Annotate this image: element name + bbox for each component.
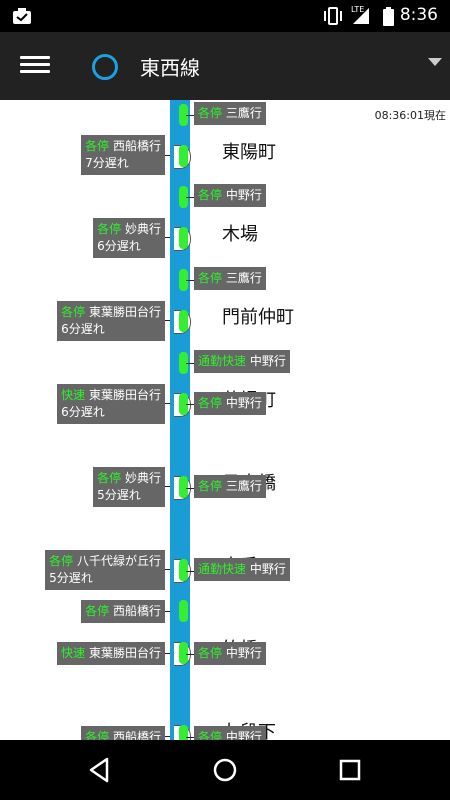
train-connector [165, 403, 170, 404]
train-label[interactable]: 通勤快速 中野行 [194, 558, 290, 581]
system-nav-bar [0, 740, 450, 800]
train-connector [186, 280, 194, 281]
train-marker[interactable] [179, 559, 188, 581]
train-connector [186, 404, 194, 405]
signal-icon [353, 8, 369, 24]
train-connector [165, 320, 170, 321]
train-marker[interactable] [179, 104, 188, 126]
train-label[interactable]: 各停 中野行 [194, 726, 266, 740]
train-label[interactable]: 各停 三鷹行 [194, 102, 266, 125]
train-connector [165, 486, 170, 487]
line-dropdown-icon[interactable] [428, 58, 442, 66]
train-marker[interactable] [179, 269, 188, 291]
line-title: 東西線 [140, 56, 200, 80]
station-name[interactable]: 東陽町 [222, 142, 276, 163]
train-marker[interactable] [179, 227, 188, 249]
train-label[interactable]: 各停 西船橋行 [81, 726, 165, 740]
train-marker[interactable] [179, 310, 188, 332]
recents-icon[interactable] [339, 755, 361, 785]
train-marker[interactable] [179, 725, 188, 740]
network-type-label: LTE [351, 5, 365, 14]
station-name[interactable]: 門前仲町 [222, 307, 294, 328]
train-marker[interactable] [179, 145, 188, 167]
train-label[interactable]: 各停 中野行 [194, 184, 266, 207]
battery-icon [383, 7, 394, 26]
status-bar: LTE 8:36 [0, 0, 450, 32]
train-map[interactable]: 08:36:01現在 東陽町 木場 門前仲町 茅場町 日本橋 大手町 竹橋 九段… [0, 100, 450, 740]
back-icon[interactable] [87, 755, 111, 785]
train-connector [186, 363, 194, 364]
station-name[interactable]: 木場 [222, 224, 258, 245]
train-connector [186, 737, 194, 738]
train-connector [165, 569, 170, 570]
train-marker[interactable] [179, 186, 188, 208]
train-label[interactable]: 各停 中野行 [194, 642, 266, 665]
notification-icon [13, 8, 31, 24]
train-label[interactable]: 各停 西船橋行 [81, 600, 165, 623]
train-label[interactable]: 各停 三鷹行 [194, 475, 266, 498]
refresh-status-icon[interactable] [92, 54, 118, 80]
update-time: 08:36:01現在 [374, 109, 446, 122]
train-connector [165, 736, 170, 737]
train-connector [186, 571, 194, 572]
train-label[interactable]: 各停 中野行 [194, 392, 266, 415]
vibrate-icon [324, 7, 342, 25]
clock: 8:36 [399, 5, 438, 25]
train-connector [186, 488, 194, 489]
train-label[interactable]: 通勤快速 中野行 [194, 350, 290, 373]
train-connector [186, 197, 194, 198]
train-connector [165, 237, 170, 238]
app-bar: 東西線 [0, 32, 450, 100]
home-icon[interactable] [212, 755, 238, 785]
train-marker[interactable] [179, 642, 188, 664]
train-label[interactable]: 各停 三鷹行 [194, 267, 266, 290]
train-marker[interactable] [179, 476, 188, 498]
train-connector [186, 654, 194, 655]
train-connector [165, 653, 170, 654]
train-marker[interactable] [179, 393, 188, 415]
train-connector [165, 611, 170, 612]
train-marker[interactable] [179, 600, 188, 622]
train-connector [165, 155, 170, 156]
train-label[interactable]: 快速 東葉勝田台行 [57, 642, 165, 665]
menu-icon[interactable] [20, 52, 50, 80]
train-marker[interactable] [179, 352, 188, 374]
train-connector [186, 115, 194, 116]
